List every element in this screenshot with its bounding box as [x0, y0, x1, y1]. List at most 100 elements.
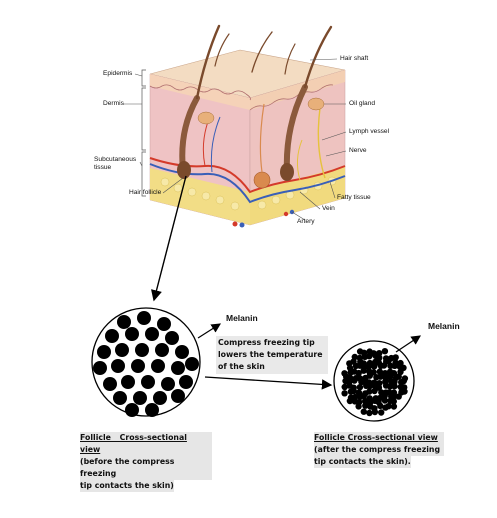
oil-gland-right: [307, 97, 325, 111]
melanin-granule-after: [400, 377, 407, 385]
caption-after-line1: Follicle Cross-sectional view: [314, 432, 444, 445]
label-subcutaneous-line2: tissue: [94, 163, 112, 171]
melanin-granule-before: [111, 359, 125, 373]
hair-shaft-4: [214, 33, 230, 67]
layer-brackets: [141, 69, 146, 197]
melanin-granule-after: [366, 388, 373, 395]
melanin-label-before: Melanin: [226, 313, 258, 323]
compress-note-line3: of the skin: [218, 362, 265, 372]
caption-before: Follicle Cross-sectional view (before th…: [80, 432, 212, 493]
melanin-granule-before: [105, 329, 119, 343]
melanin-granule-after: [341, 383, 348, 391]
melanin-granule-after: [381, 348, 389, 355]
caption-before-line3: tip contacts the skin): [80, 480, 174, 493]
melanin-pointer-right: [395, 335, 421, 353]
oil-gland-left: [197, 111, 215, 125]
label-hair-follicle: Hair follicle: [129, 189, 162, 196]
caption-after: Follicle Cross-sectional view (after the…: [314, 432, 444, 469]
melanin-granule-before: [93, 361, 107, 375]
label-leaders: [123, 58, 347, 221]
melanin-granule-after: [376, 354, 383, 361]
melanin-granule-after: [350, 387, 357, 395]
melanin-granule-after: [365, 363, 372, 370]
nerve-fiber: [317, 107, 326, 179]
epidermis-band-right: [250, 70, 345, 110]
melanin-granule-after: [362, 397, 369, 405]
hair-shaft-2: [303, 25, 333, 89]
melanin-granule-before: [165, 331, 179, 345]
melanin-granule-before: [115, 343, 129, 357]
epidermis-boundary-left: [149, 84, 251, 101]
melanin-granule-after: [366, 353, 373, 360]
melanin-granule-before: [137, 311, 151, 325]
melanin-granule-after: [401, 388, 408, 395]
melanin-granule-before: [125, 403, 139, 417]
melanin-granule-before: [145, 403, 159, 417]
compress-note: Compress freezing tip lowers the tempera…: [216, 336, 328, 375]
caption-after-line2: (after the compress freezing: [314, 444, 444, 457]
melanin-granule-after: [355, 403, 362, 410]
melanin-granule-after: [381, 397, 389, 404]
caption-after-line3: tip contacts the skin).: [314, 456, 411, 469]
melanin-granule-after: [391, 383, 398, 390]
melanin-granule-after: [378, 409, 385, 416]
melanin-granule-before: [97, 345, 111, 359]
melanin-granule-before: [103, 377, 117, 391]
melanin-granule-after: [366, 372, 373, 379]
melanin-granule-after: [395, 393, 402, 400]
melanin-granule-after: [390, 403, 398, 410]
melanin-granule-before: [161, 377, 175, 391]
vessel-stub-blue: [239, 222, 245, 228]
melanin-pointer-left: [197, 323, 222, 339]
fat-layer-right: [250, 166, 345, 225]
transition-arrow: [204, 376, 333, 390]
sweat-gland: [253, 171, 271, 189]
melanin-granule-before: [121, 375, 135, 389]
label-subcutaneous-line1: Subcutaneous: [94, 156, 137, 163]
melanin-granule-after: [391, 362, 398, 369]
label-hair-shaft: Hair shaft: [340, 55, 369, 62]
vessel-stub-red-2: [283, 211, 289, 217]
melanin-granule-after: [346, 397, 354, 405]
hair-shaft-1: [195, 24, 221, 100]
follicle-zoom-arrow: [151, 175, 187, 302]
nerve-fiber-2: [296, 139, 303, 181]
label-subcutaneous: Subcutaneous tissue: [94, 156, 136, 171]
melanin-granule-before: [175, 345, 189, 359]
melanin-granule-after: [366, 383, 373, 390]
melanin-granule-before: [131, 359, 145, 373]
caption-before-line2: (before the compress freezing: [80, 456, 212, 481]
fat-layer-left: [150, 168, 250, 225]
melanin-granule-after: [366, 409, 373, 417]
vessel-stub-red: [232, 221, 238, 227]
hair-shaft-5: [284, 43, 296, 75]
melanin-granule-after: [391, 378, 398, 385]
melanin-granules-before: [93, 311, 199, 417]
label-epidermis: Epidermis: [103, 70, 133, 77]
melanin-granule-after: [371, 363, 378, 370]
melanin-granule-before: [145, 327, 159, 341]
melanin-label-after: Melanin: [428, 321, 460, 331]
label-dermis: Dermis: [103, 100, 124, 107]
hair-bulb-left: [177, 161, 191, 179]
melanin-granule-after: [376, 368, 383, 375]
melanin-granule-before: [157, 317, 171, 331]
melanin-granule-before: [133, 391, 147, 405]
hair-bulb-right: [280, 163, 294, 181]
melanin-granule-after: [360, 392, 367, 400]
epidermis-band-left: [150, 74, 250, 110]
fat-globules: [160, 176, 337, 211]
melanin-granule-after: [371, 387, 378, 395]
melanin-granule-before: [135, 343, 149, 357]
vein-branch: [210, 116, 221, 173]
melanin-granule-after: [377, 373, 384, 380]
label-artery: Artery: [297, 218, 315, 225]
hair-shaft-3: [251, 31, 273, 73]
melanin-granule-before: [125, 327, 139, 341]
melanin-granule-before: [171, 389, 185, 403]
melanin-granule-after: [390, 398, 397, 405]
melanin-granules-after: [341, 348, 409, 417]
melanin-granule-after: [360, 367, 367, 374]
